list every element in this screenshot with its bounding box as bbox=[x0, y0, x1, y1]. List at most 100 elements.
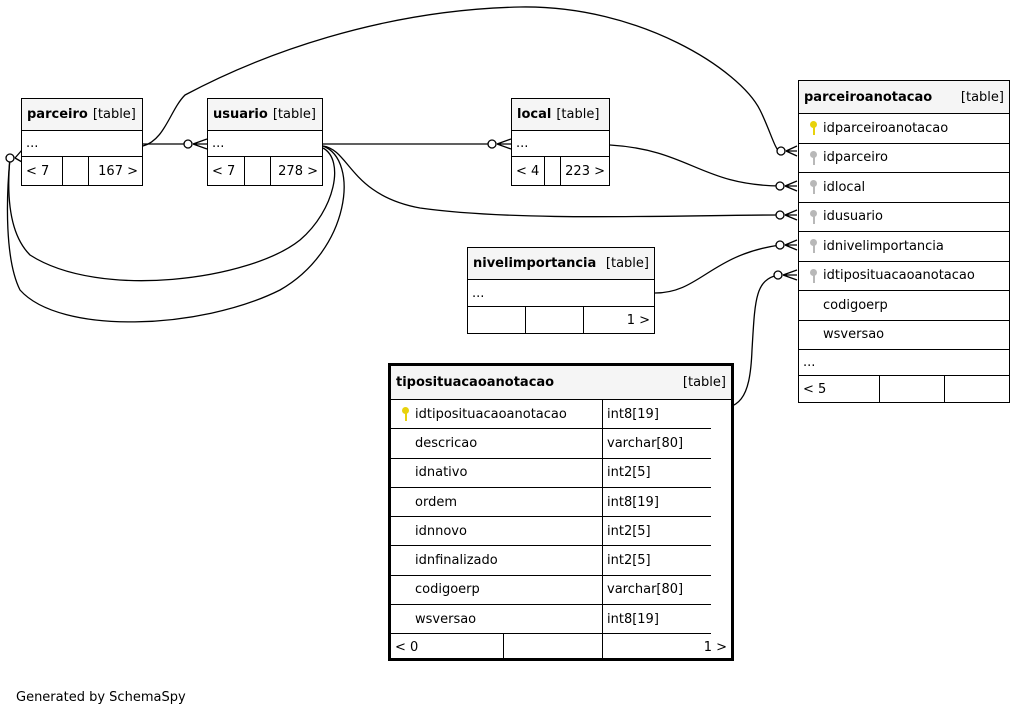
table-header: nivelimportancia [table] bbox=[468, 248, 654, 280]
edge-parceiro-parceiroanotacao bbox=[142, 6, 781, 153]
table-header: parceiro [table] bbox=[22, 99, 142, 131]
children-count[interactable]: 1 > bbox=[602, 634, 731, 661]
count-row: < 4 223 > bbox=[512, 157, 609, 185]
edge-end-circle bbox=[5, 153, 15, 163]
column-type: int2[5] bbox=[602, 517, 711, 546]
table-tag: [table] bbox=[605, 256, 649, 271]
column-name: idtiposituacaoanotacao bbox=[823, 268, 975, 284]
table-name: parceiro bbox=[27, 107, 88, 122]
column-row[interactable]: idnivelimportancia bbox=[799, 232, 1009, 262]
ellipsis: ... bbox=[212, 136, 225, 151]
column-row[interactable]: idnfinalizado int2[5] bbox=[391, 546, 711, 576]
count-spacer bbox=[544, 157, 560, 185]
ellipsis-row: ... bbox=[468, 280, 654, 307]
edge-end-circle bbox=[775, 240, 785, 250]
ellipsis-row: ... bbox=[512, 131, 609, 157]
parents-count[interactable] bbox=[468, 307, 525, 333]
column-name: idnivelimportancia bbox=[823, 238, 944, 254]
parents-count[interactable]: < 4 bbox=[516, 163, 540, 179]
column-row[interactable]: wsversao bbox=[799, 321, 1009, 350]
table-header: parceiroanotacao [table] bbox=[799, 81, 1009, 114]
count-row: 1 > bbox=[468, 307, 654, 333]
column-row[interactable]: wsversao int8[19] bbox=[391, 605, 711, 635]
count-spacer bbox=[879, 376, 944, 402]
column-name: idlocal bbox=[823, 179, 866, 195]
count-spacer bbox=[525, 307, 583, 333]
column-row[interactable]: idlocal bbox=[799, 173, 1009, 203]
count-row: < 7 167 > bbox=[22, 157, 142, 185]
edge-end-circle bbox=[775, 181, 785, 191]
count-row: < 7 278 > bbox=[208, 157, 322, 185]
table-usuario[interactable]: usuario[table] ... < 7 278 > bbox=[207, 98, 323, 186]
count-spacer bbox=[62, 157, 88, 185]
children-count[interactable]: 167 > bbox=[88, 157, 142, 185]
foreign-key-icon bbox=[809, 209, 819, 224]
table-header: tiposituacaoanotacao [table] bbox=[391, 366, 731, 400]
column-name: idparceiro bbox=[823, 150, 888, 166]
column-type: int2[5] bbox=[602, 546, 711, 575]
column-row[interactable]: idnnovo int2[5] bbox=[391, 517, 711, 547]
edge-crowsfoot bbox=[784, 239, 798, 251]
count-spacer bbox=[244, 157, 270, 185]
column-row[interactable]: idusuario bbox=[799, 203, 1009, 232]
count-row: < 5 bbox=[799, 376, 1009, 402]
children-count[interactable]: 278 > bbox=[270, 157, 322, 185]
column-type: int8[19] bbox=[602, 487, 711, 517]
ellipsis: ... bbox=[516, 136, 529, 151]
column-name: codigoerp bbox=[415, 582, 480, 598]
edge-crowsfoot bbox=[14, 149, 23, 163]
children-count[interactable] bbox=[944, 376, 1009, 402]
column-row[interactable]: idtiposituacaoanotacao int8[19] bbox=[391, 400, 711, 430]
parents-count[interactable]: < 5 bbox=[803, 381, 827, 397]
table-tag: [table] bbox=[960, 89, 1004, 105]
edge-end-circle bbox=[183, 139, 193, 149]
column-row[interactable]: descricao varchar[80] bbox=[391, 429, 711, 459]
table-tag: [table] bbox=[92, 107, 136, 122]
column-row[interactable]: idnativo int2[5] bbox=[391, 458, 711, 488]
table-tag: [table] bbox=[556, 107, 600, 122]
edge-usuario-parceiroanotacao bbox=[322, 145, 781, 218]
count-spacer bbox=[503, 634, 602, 661]
edge-usuario-parceiro-2 bbox=[6, 145, 345, 323]
count-row: < 0 1 > bbox=[391, 634, 731, 661]
edge-crowsfoot bbox=[192, 138, 208, 150]
table-name: local bbox=[517, 107, 552, 122]
table-tag: [table] bbox=[272, 107, 316, 122]
column-type: int8[19] bbox=[602, 605, 711, 634]
column-row[interactable]: ordem int8[19] bbox=[391, 487, 711, 518]
column-row[interactable]: idparceiro bbox=[799, 144, 1009, 173]
column-name: idtiposituacaoanotacao bbox=[415, 406, 567, 422]
column-name: ordem bbox=[415, 494, 457, 510]
edge-local-parceiroanotacao bbox=[609, 144, 781, 187]
ellipsis-row: ... bbox=[22, 131, 142, 157]
column-row[interactable]: idtiposituacaoanotacao bbox=[799, 262, 1009, 291]
column-type: int2[5] bbox=[602, 458, 711, 487]
children-count[interactable]: 1 > bbox=[583, 307, 654, 333]
table-nivelimportancia[interactable]: nivelimportancia [table] ... 1 > bbox=[467, 247, 655, 334]
column-type: int8[19] bbox=[602, 400, 711, 429]
column-row[interactable]: codigoerp bbox=[799, 291, 1009, 321]
table-parceiro[interactable]: parceiro [table] ... < 7 167 > bbox=[21, 98, 143, 186]
parents-count[interactable]: < 7 bbox=[26, 163, 50, 179]
column-name: descricao bbox=[415, 435, 478, 451]
table-tiposituacaoanotacao[interactable]: tiposituacaoanotacao [table] idtipositua… bbox=[388, 363, 734, 661]
column-row[interactable]: idparceiroanotacao bbox=[799, 114, 1009, 144]
table-name: tiposituacaoanotacao bbox=[396, 375, 555, 390]
ellipsis: ... bbox=[803, 355, 816, 370]
children-count[interactable]: 223 > bbox=[560, 157, 609, 185]
column-row[interactable]: codigoerp varchar[80] bbox=[391, 575, 711, 606]
foreign-key-icon bbox=[809, 150, 819, 165]
table-parceiroanotacao[interactable]: parceiroanotacao [table] idparceiroanota… bbox=[798, 80, 1010, 403]
parents-count[interactable]: < 7 bbox=[212, 163, 236, 179]
parents-count[interactable]: < 0 bbox=[395, 639, 419, 655]
primary-key-icon bbox=[401, 407, 411, 422]
column-name: idparceiroanotacao bbox=[823, 120, 949, 136]
ellipsis-row: ... bbox=[208, 131, 322, 157]
table-local[interactable]: local [table] ... < 4 223 > bbox=[511, 98, 610, 186]
edge-crowsfoot bbox=[784, 180, 798, 192]
ellipsis: ... bbox=[472, 285, 485, 301]
table-tag: [table] bbox=[682, 375, 726, 390]
column-name: idusuario bbox=[823, 209, 883, 225]
edge-crowsfoot bbox=[784, 209, 798, 221]
